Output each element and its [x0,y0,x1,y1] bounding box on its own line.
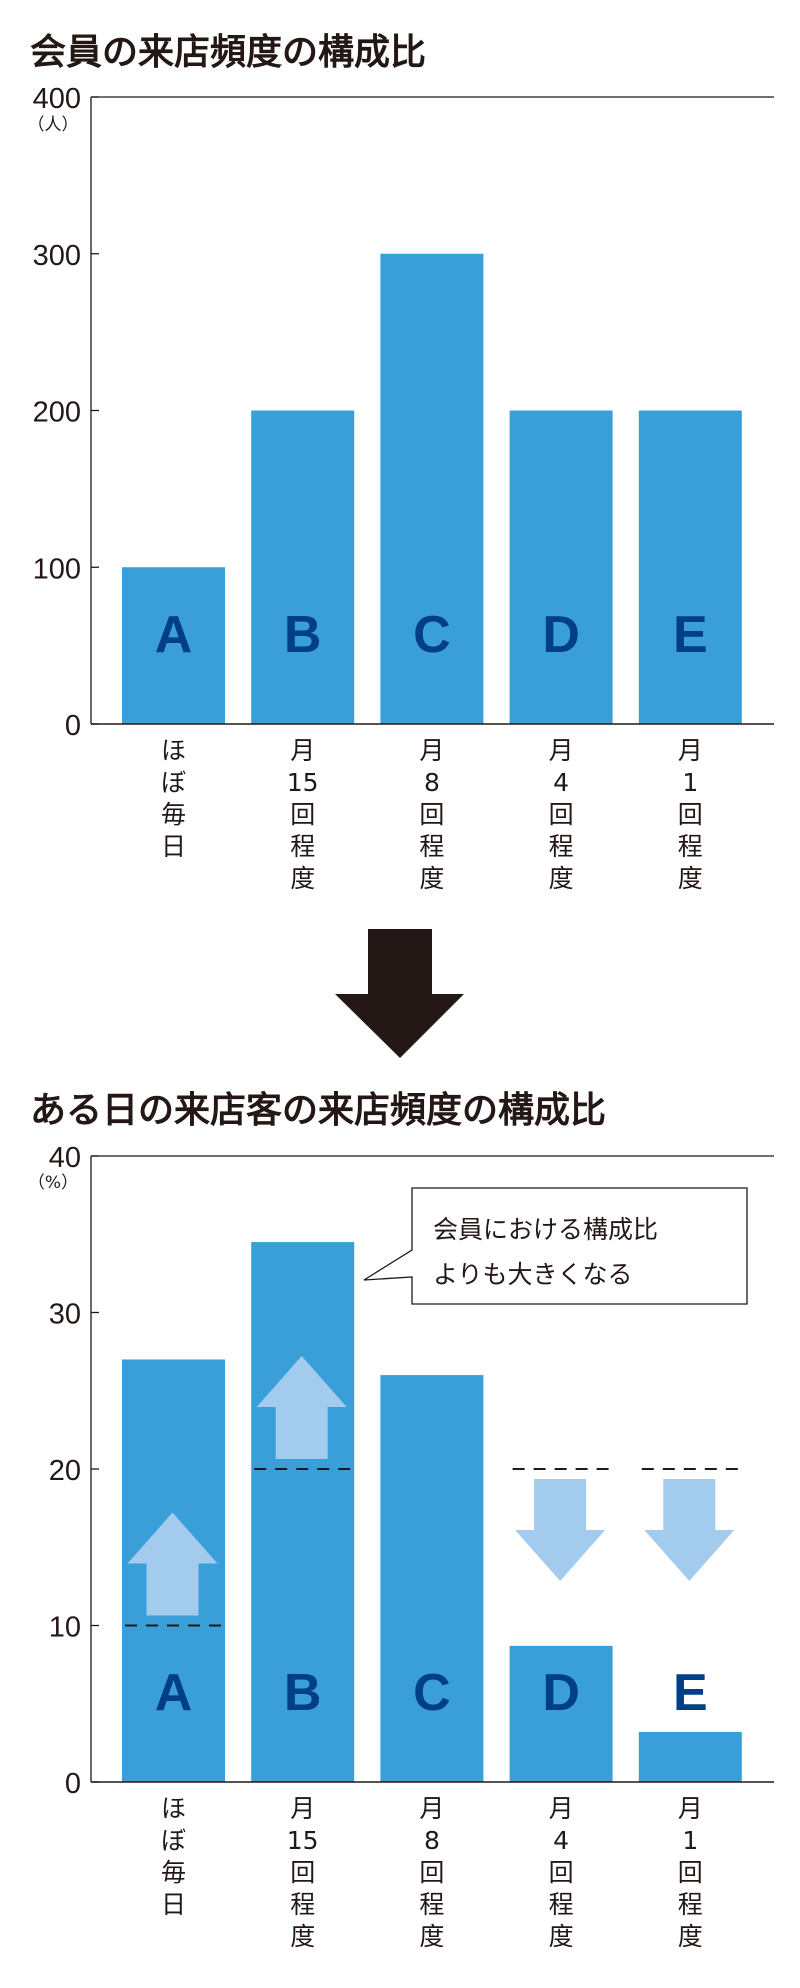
category-label-char: 程 [549,832,574,861]
bar-E [638,410,742,724]
category-label-char: 程 [549,1890,574,1919]
callout-line-2: よりも大きくなる [433,1260,633,1289]
down-arrow-icon [335,929,464,1058]
category-label-char: 程 [290,1890,315,1919]
category-label-char: 月 [290,736,315,765]
category-label-char: 回 [549,800,574,829]
category-label-char: 1 [682,1826,698,1855]
category-label-char: 程 [419,1890,444,1919]
category-label-char: 度 [549,864,574,893]
category-label-char: 日 [161,832,186,861]
category-label-char: 度 [419,1922,444,1951]
category-label-char: 回 [678,800,703,829]
y-tick-label: 40 [49,1142,81,1174]
bar-C [380,1375,484,1782]
arrow-down-icon [644,1479,735,1581]
y-tick-label: 0 [65,710,81,742]
y-tick-label: 30 [49,1299,81,1331]
bar-letter-E: E [673,606,708,664]
category-label-char: 回 [419,1858,444,1887]
y-unit-label: （%） [28,1173,78,1193]
category-label-char: 4 [553,768,569,797]
y-tick-label: 300 [33,240,81,272]
category-label-char: 15 [287,1826,319,1855]
category-label-char: 月 [549,1794,574,1823]
bar-letter-E: E [673,1664,708,1722]
bar-letter-C: C [413,1664,451,1722]
bar-letter-D: D [542,606,580,664]
category-label-char: 月 [419,1794,444,1823]
arrow-down-icon [515,1479,606,1581]
category-label-char: 度 [290,864,315,893]
category-label-char: 度 [678,864,703,893]
bar-letter-B: B [284,1664,322,1722]
category-label-char: 程 [678,1890,703,1919]
chart2: Aほぼ毎日B月15回程度C月8回程度D月4回程度E月1回程度010203040（… [28,1142,774,1951]
y-tick-label: 10 [49,1612,81,1644]
bar-letter-B: B [284,606,322,664]
category-label-char: 回 [419,800,444,829]
category-label-char: 毎 [161,800,186,829]
category-label-char: 月 [678,736,703,765]
chart1-title: 会員の来店頻度の構成比 [30,32,426,73]
category-label-char: 度 [678,1922,703,1951]
category-label-char: 度 [290,1922,315,1951]
y-tick-label: 400 [33,83,81,115]
bar-D [509,410,613,724]
category-label-char: 程 [419,832,444,861]
bar-letter-C: C [413,606,451,664]
category-label-char: 15 [287,768,319,797]
bar-letter-D: D [542,1664,580,1722]
category-label-char: ぼ [161,1826,186,1855]
category-label-char: ぼ [161,768,186,797]
bar-D [509,1645,613,1782]
category-label-char: 月 [419,736,444,765]
category-label-char: 程 [290,832,315,861]
category-label-char: 度 [419,864,444,893]
arrow-up-icon [256,1356,347,1459]
bar-B [251,410,355,724]
y-tick-label: 200 [33,397,81,429]
annotation-callout: 会員における構成比 よりも大きくなる [363,1187,748,1305]
category-label-char: 8 [424,768,440,797]
category-label-char: 毎 [161,1858,186,1887]
category-label-char: 1 [682,768,698,797]
bar-letter-A: A [155,1664,193,1722]
category-label-char: 8 [424,1826,440,1855]
callout-line-1: 会員における構成比 [433,1215,658,1244]
bar-B [251,1242,355,1782]
category-label-char: 月 [678,1794,703,1823]
arrow-up-icon [127,1512,218,1616]
bar-letter-A: A [155,606,193,664]
chart2-title: ある日の来店客の来店頻度の構成比 [30,1090,606,1131]
bar-A [122,567,225,724]
category-label-char: 月 [549,736,574,765]
bar-E [638,1731,742,1782]
category-label-char: ほ [161,1794,186,1823]
bar-C [380,253,484,724]
category-label-char: 回 [290,1858,315,1887]
category-label-char: 回 [290,800,315,829]
chart1: Aほぼ毎日B月15回程度C月8回程度D月4回程度E月1回程度0100200300… [28,83,774,893]
category-label-char: 4 [553,1826,569,1855]
category-label-char: 月 [290,1794,315,1823]
category-label-char: 日 [161,1890,186,1919]
category-label-char: 程 [678,832,703,861]
y-unit-label: （人） [28,115,79,135]
y-tick-label: 20 [49,1455,81,1487]
y-tick-label: 100 [33,553,81,585]
category-label-char: ほ [161,736,186,765]
category-label-char: 回 [549,1858,574,1887]
category-label-char: 回 [678,1858,703,1887]
category-label-char: 度 [549,1922,574,1951]
y-tick-label: 0 [65,1768,81,1800]
